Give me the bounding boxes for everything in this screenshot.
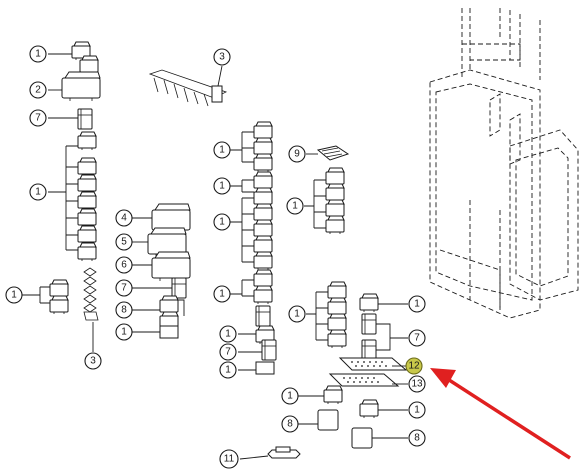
callout-8: 8 [115,301,133,319]
svg-text:1: 1 [121,327,127,338]
callout-13: 13 [408,375,426,393]
callout-1: 1 [213,213,231,231]
svg-text:1: 1 [35,49,41,60]
callout-3: 3 [213,48,231,66]
callout-1: 1 [29,183,47,201]
svg-text:2: 2 [35,85,41,96]
callout-11: 11 [219,449,239,469]
circuit-boards [328,357,408,387]
svg-text:7: 7 [414,333,420,344]
svg-text:13: 13 [411,379,423,390]
callout-3: 3 [84,352,102,370]
callout-4: 4 [115,209,133,227]
vehicle-outline [429,8,579,319]
relay-large [61,71,101,102]
svg-text:1: 1 [287,391,293,402]
callout-1: 1 [286,197,304,215]
callout-5: 5 [115,233,133,251]
callout-7: 7 [219,343,237,361]
svg-text:9: 9 [294,149,300,160]
callout-1: 1 [213,141,231,159]
callout-2: 2 [29,81,47,99]
callout-1: 1 [288,305,306,323]
svg-text:3: 3 [90,356,96,367]
pcb-13 [328,373,400,387]
svg-text:1: 1 [292,201,298,212]
svg-text:8: 8 [121,305,127,316]
callout-1: 1 [408,401,426,419]
relay-group-right-center [304,167,345,235]
svg-text:5: 5 [121,237,127,248]
center-left-relays [132,203,191,339]
left-relay-group [22,41,101,352]
svg-text:1: 1 [219,289,225,300]
svg-text:3: 3 [219,52,225,63]
callout-1: 1 [29,45,47,63]
callout-6: 6 [115,256,133,274]
relay-tall [77,108,93,130]
center-relay-column [230,121,277,375]
svg-text:1: 1 [11,290,17,301]
svg-text:7: 7 [35,113,41,124]
svg-text:1: 1 [294,309,300,320]
callout-1: 1 [5,286,23,304]
svg-text:1: 1 [414,299,420,310]
callout-8: 8 [408,429,426,447]
callout-12-highlighted: 12 [405,357,423,375]
svg-text:7: 7 [225,347,231,358]
highlight-dot [405,357,423,375]
pointer-arrow [430,368,571,460]
callout-1: 1 [213,285,231,303]
svg-text:1: 1 [225,329,231,340]
callout-7: 7 [115,279,133,297]
svg-text:12: 12 [408,361,420,372]
svg-text:1: 1 [225,365,231,376]
callout-1: 1 [281,387,299,405]
callout-7: 7 [408,329,426,347]
relay-small [79,55,99,75]
module-9 [306,145,350,161]
relay-group-lower-right [306,281,408,361]
callout-1: 1 [408,295,426,313]
connector-strip [148,65,228,107]
callout-9: 9 [288,145,306,163]
svg-text:1: 1 [219,217,225,228]
svg-text:7: 7 [121,283,127,294]
svg-text:1: 1 [219,145,225,156]
svg-text:6: 6 [121,260,127,271]
svg-text:11: 11 [224,454,235,465]
pcb-12 [338,357,408,371]
svg-text:1: 1 [35,187,41,198]
callout-7: 7 [29,109,47,127]
callout-1: 1 [219,361,237,379]
callout-1: 1 [219,325,237,343]
svg-text:8: 8 [414,433,420,444]
svg-text:8: 8 [287,419,293,430]
callout-1: 1 [213,177,231,195]
bottom-parts [239,385,408,460]
callout-1: 1 [115,323,133,341]
svg-text:1: 1 [219,181,225,192]
svg-text:4: 4 [121,213,127,224]
callout-8: 8 [281,415,299,433]
svg-text:1: 1 [414,405,420,416]
